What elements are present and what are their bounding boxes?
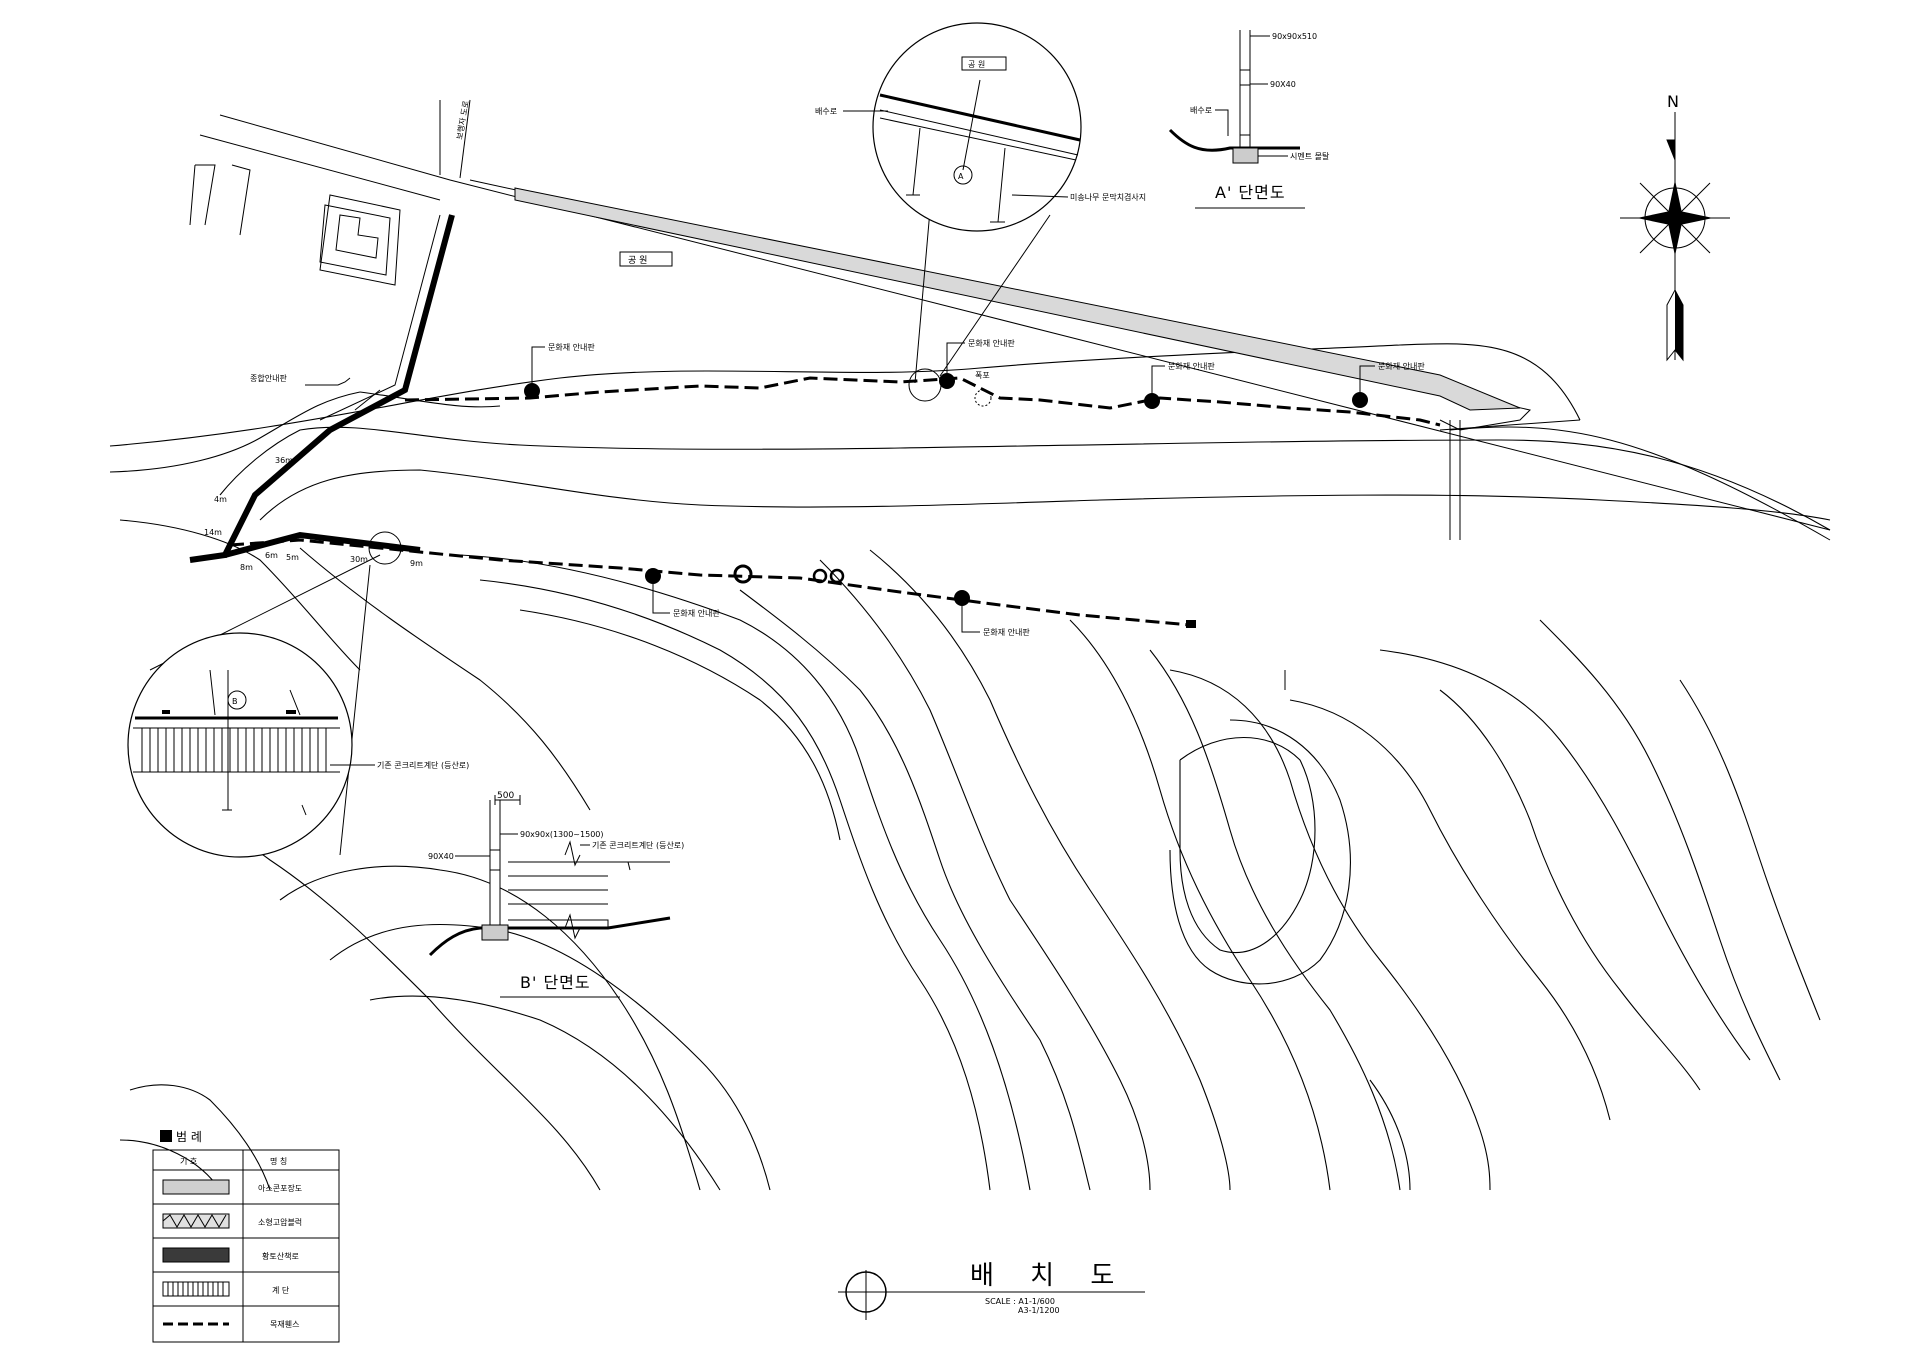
- post-dimension-label: 90x90x510: [1272, 32, 1317, 41]
- legend-col-name: 명 칭: [270, 1156, 287, 1166]
- north-label: N: [1667, 92, 1679, 111]
- general-sign-label: 종합안내판: [250, 373, 287, 383]
- scale-line-2: A3-1/1200: [1018, 1306, 1060, 1315]
- drain-detail-label: 배수로: [815, 107, 837, 116]
- detail-a-marker: A: [958, 172, 964, 181]
- drawing-title: 배 치 도: [970, 1261, 1128, 1291]
- detail-park-label: 공 원: [968, 60, 985, 69]
- rail-dimension-label: 90X40: [1270, 80, 1296, 89]
- wooden-fence-lines: [229, 376, 1441, 628]
- dimension-label: 8m: [240, 563, 253, 572]
- legend-title: 범 례: [176, 1130, 202, 1144]
- dimension-label: 9m: [410, 559, 423, 568]
- cultural-sign-marker: [1144, 393, 1160, 409]
- cultural-sign-marker: [524, 383, 540, 399]
- road-label: 보행자 도로: [454, 100, 471, 140]
- detail-b-magnifier: B 기존 콘크리트계단 (등산로): [127, 531, 469, 858]
- legend: 범 례 기 호 명 칭 아스콘포장도 소형고압블럭 황토산책로 계 단 목재휀스: [152, 1130, 340, 1343]
- north-arrow: N: [1620, 92, 1730, 362]
- cultural-sign-label: 문화재 안내판: [968, 338, 1015, 348]
- loess-walkway: [189, 214, 455, 563]
- tree-fence-label: 미송나무 문막치겸사지: [1070, 192, 1146, 202]
- cultural-sign-label: 문화재 안내판: [548, 342, 595, 352]
- legend-row-name: 계 단: [272, 1285, 290, 1295]
- dimension-label: 6m: [265, 551, 278, 560]
- section-drain-label: 배수로: [1190, 106, 1212, 115]
- section-b-title: B' 단면도: [520, 973, 591, 992]
- detail-b-marker: B: [232, 697, 238, 706]
- title-block: 배 치 도 SCALE : A1-1/600 A3-1/1200: [838, 1261, 1145, 1320]
- cultural-sign-marker: [954, 590, 970, 606]
- waterfall-marker: [974, 389, 992, 407]
- contour-lines: [109, 343, 1831, 1191]
- dimension-label: 14m: [204, 528, 222, 537]
- cultural-sign-label: 문화재 안내판: [983, 627, 1030, 637]
- legend-col-symbol: 기 호: [180, 1157, 197, 1166]
- legend-row-name: 소형고압블럭: [258, 1217, 302, 1227]
- legend-row-name: 황토산책로: [262, 1251, 299, 1261]
- post-dimension-label: 90x90x(1300~1500): [520, 830, 604, 839]
- section-a: 90x90x510 90X40 배수로 시멘트 몰탈 A' 단면도: [1168, 30, 1330, 209]
- dimension-label: 5m: [286, 553, 299, 562]
- scale-line-1: SCALE : A1-1/600: [985, 1297, 1055, 1306]
- rail-dimension-label: 90X40: [428, 852, 454, 861]
- waterfall-label: 폭포: [975, 371, 990, 380]
- park-boundary: [189, 99, 1831, 541]
- cement-mortar-label: 시멘트 몰탈: [1290, 151, 1330, 161]
- dimension-label: 30m: [350, 555, 368, 564]
- width-dimension-label: 500: [497, 791, 514, 801]
- park-label: 공 원: [628, 255, 647, 266]
- detail-a-magnifier: A 공 원 배수로 미송나무 문막치겸사지: [815, 22, 1146, 402]
- section-a-title: A' 단면도: [1215, 183, 1286, 202]
- map-labels: 공 원 보행자 도로 종합안내판 문화재 안내판 문화재 안내판 문화재 안내판…: [204, 100, 1425, 637]
- cultural-sign-label: 문화재 안내판: [1168, 361, 1215, 371]
- dimension-label: 4m: [214, 495, 227, 504]
- cultural-sign-label: 문화재 안내판: [1378, 361, 1425, 371]
- cultural-sign-label: 문화재 안내판: [673, 608, 720, 618]
- sign-markers: [305, 342, 1375, 690]
- stair-detail-label: 기존 콘크리트계단 (등산로): [377, 760, 469, 770]
- legend-row-name: 아스콘포장도: [258, 1183, 302, 1193]
- dimension-label: 36m: [275, 456, 293, 465]
- cultural-sign-marker: [1352, 392, 1368, 408]
- legend-row-name: 목재휀스: [270, 1320, 299, 1329]
- cultural-sign-marker: [939, 373, 955, 389]
- stair-hatch: [141, 728, 327, 772]
- cultural-sign-marker: [645, 568, 661, 584]
- stair-section-label: 기존 콘크리트계단 (등산로): [592, 840, 684, 850]
- section-b: 500 90x90x(1300~1500) 90X40 기존 콘크리트계단 (등…: [428, 791, 684, 998]
